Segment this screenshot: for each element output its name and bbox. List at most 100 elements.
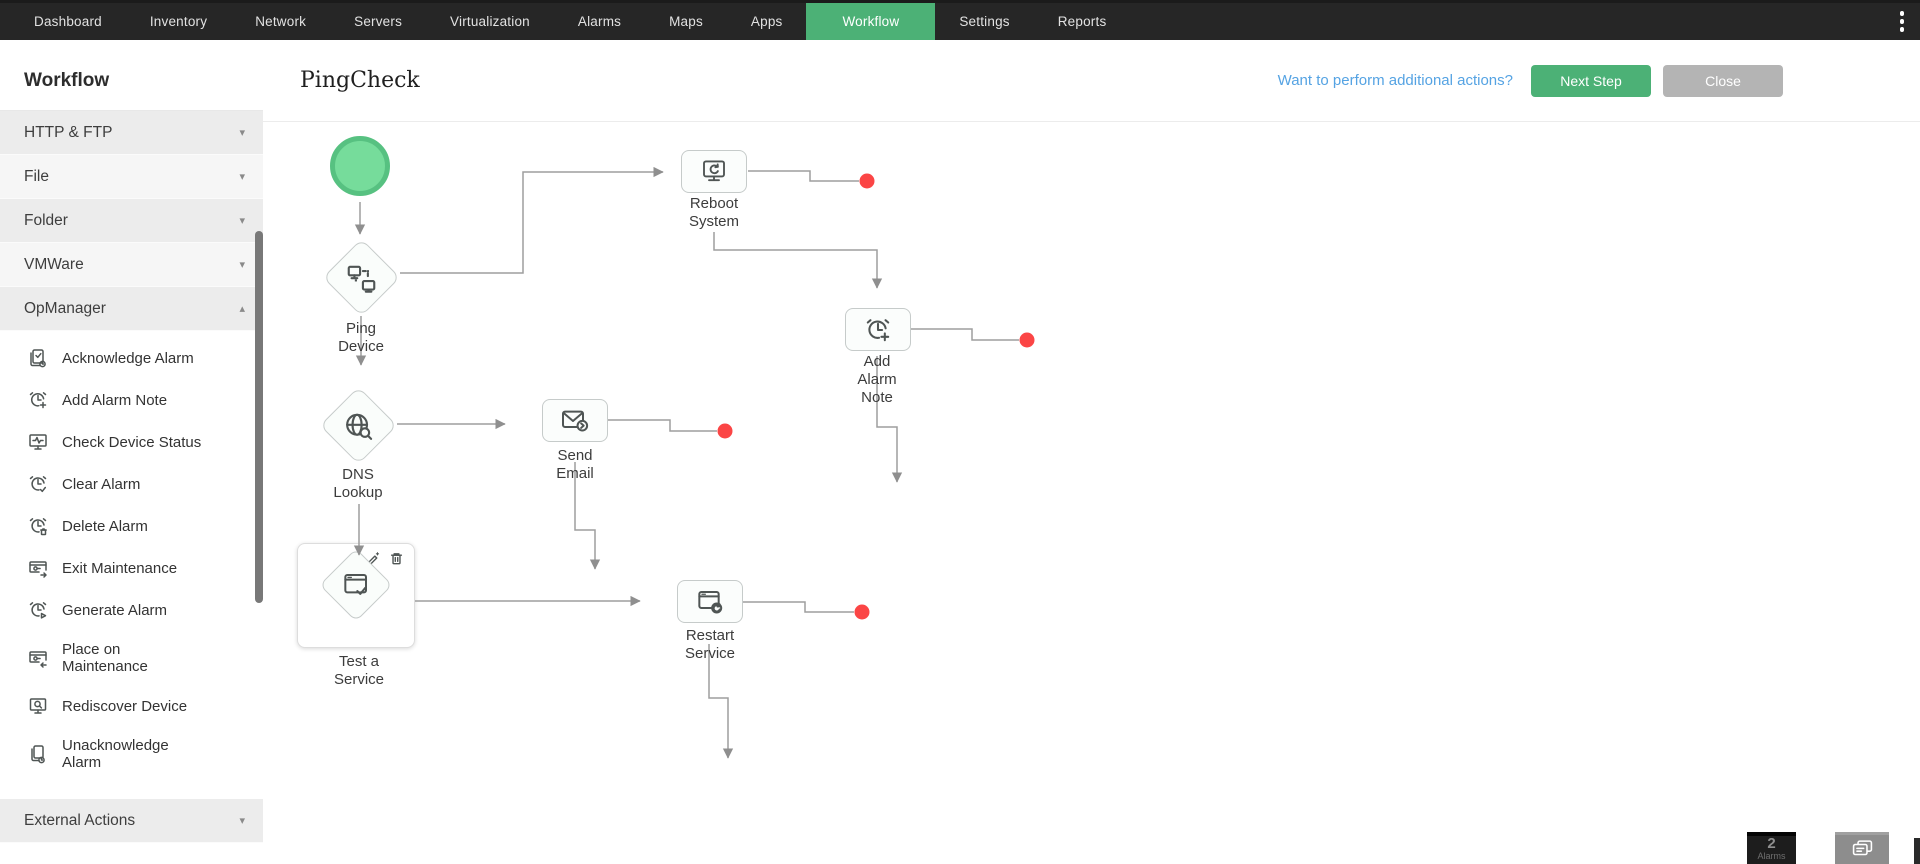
sidebar-scrollbar-thumb[interactable] [255, 231, 263, 603]
sidebar-item-delete-alarm[interactable]: Delete Alarm [0, 505, 263, 547]
ping-device-icon [347, 264, 375, 292]
endpoint-dot[interactable] [859, 173, 875, 189]
node-reboot-system[interactable] [681, 150, 747, 193]
chat-widget[interactable] [1835, 832, 1889, 864]
restart-service-icon [698, 590, 723, 614]
item-label: Check Device Status [62, 433, 202, 451]
sidebar-item-acknowledge-alarm[interactable]: Acknowledge Alarm [0, 337, 263, 379]
sidebar-title: Workflow [0, 40, 263, 111]
item-label: Clear Alarm [62, 475, 141, 493]
endpoint-dot[interactable] [1019, 332, 1035, 348]
node-label-dns-lookup: DNS Lookup [333, 466, 383, 501]
top-navigation: Dashboard Inventory Network Servers Virt… [0, 0, 1920, 40]
item-label: Exit Maintenance [62, 559, 178, 577]
chevron-down-icon: ▾ [239, 127, 245, 139]
nav-item-reports[interactable]: Reports [1057, 14, 1107, 29]
nav-item-dashboard[interactable]: Dashboard [34, 14, 102, 29]
node-ping-device[interactable] [322, 238, 400, 316]
section-label: OpManager [24, 299, 106, 317]
nav-item-inventory[interactable]: Inventory [149, 14, 208, 29]
endpoint-dot[interactable] [717, 423, 733, 439]
sidebar-item-clear-alarm[interactable]: Clear Alarm [0, 463, 263, 505]
start-node[interactable] [330, 136, 390, 196]
sidebar-section-external-actions[interactable]: External Actions ▾ [0, 799, 263, 843]
sidebar-section-folder[interactable]: Folder ▾ [0, 199, 263, 243]
node-label-ping-device: Ping Device [338, 320, 384, 355]
rediscover-device-icon [29, 698, 47, 714]
page-title: PingCheck [300, 68, 420, 93]
add-alarm-note-icon [29, 392, 47, 409]
node-test-a-service-selected[interactable] [297, 543, 415, 648]
workflow-canvas[interactable]: Ping Device Reboot System Add Alarm Note… [263, 122, 1920, 864]
workflow-sidebar: Workflow HTTP & FTP ▾ File ▾ Folder ▾ VM… [0, 40, 263, 864]
sidebar-section-opmanager[interactable]: OpManager ▴ [0, 287, 263, 331]
sidebar-section-vmware[interactable]: VMWare ▾ [0, 243, 263, 287]
item-label: Acknowledge Alarm [62, 349, 194, 367]
sidebar-section-file[interactable]: File ▾ [0, 155, 263, 199]
node-add-alarm-note[interactable] [845, 308, 911, 351]
nav-item-maps[interactable]: Maps [669, 14, 703, 29]
acknowledge-alarm-icon [30, 349, 46, 368]
chevron-up-icon: ▴ [239, 303, 245, 315]
kebab-menu-icon[interactable] [1899, 3, 1904, 40]
section-label: VMWare [24, 255, 84, 273]
chevron-down-icon: ▾ [239, 171, 245, 183]
sidebar-item-place-on-maintenance[interactable]: Place on Maintenance [0, 631, 263, 685]
nav-item-settings[interactable]: Settings [959, 14, 1010, 29]
node-label-test-a-service: Test a Service [333, 653, 385, 688]
add-alarm-note-icon [866, 318, 890, 341]
alarm-unit-label: Alarms [1757, 851, 1786, 861]
node-dns-lookup[interactable] [319, 386, 397, 464]
dns-lookup-icon [345, 412, 372, 439]
node-label-add-alarm-note: Add Alarm Note [857, 353, 897, 406]
workflow-header: PingCheck Want to perform additional act… [263, 40, 1920, 122]
cutoff-widget-edge [1914, 838, 1920, 864]
node-send-email[interactable] [542, 399, 608, 442]
check-device-status-icon [29, 434, 47, 450]
section-label: HTTP & FTP [24, 123, 113, 141]
send-email-icon [562, 410, 589, 431]
test-service-icon [344, 574, 367, 595]
item-label: Delete Alarm [62, 517, 148, 535]
nav-item-network[interactable]: Network [255, 14, 307, 29]
sidebar-section-http-ftp[interactable]: HTTP & FTP ▾ [0, 111, 263, 155]
delete-trash-icon[interactable] [389, 551, 404, 566]
additional-actions-link[interactable]: Want to perform additional actions? [1277, 72, 1513, 89]
workflow-connectors [353, 166, 1035, 759]
nav-item-virtualization[interactable]: Virtualization [450, 14, 530, 29]
endpoint-dot[interactable] [854, 604, 870, 620]
nav-item-servers[interactable]: Servers [354, 14, 403, 29]
alarm-count: 2 [1767, 835, 1776, 852]
delete-alarm-icon [29, 518, 47, 536]
sidebar-item-check-device-status[interactable]: Check Device Status [0, 421, 263, 463]
item-label: Add Alarm Note [62, 391, 168, 409]
item-label: Generate Alarm [62, 601, 168, 619]
section-label: Folder [24, 211, 68, 229]
node-label-reboot-system: Reboot System [688, 195, 739, 230]
next-step-button[interactable]: Next Step [1531, 64, 1651, 97]
chevron-down-icon: ▾ [239, 259, 245, 271]
sidebar-item-exit-maintenance[interactable]: Exit Maintenance [0, 547, 263, 589]
sidebar-item-rediscover-device[interactable]: Rediscover Device [0, 685, 263, 727]
nav-item-apps[interactable]: Apps [750, 14, 783, 29]
chevron-down-icon: ▾ [239, 815, 245, 827]
alarm-count-widget[interactable]: 2 Alarms [1747, 832, 1796, 864]
chat-bubbles-icon [1852, 840, 1872, 856]
section-label: File [24, 167, 49, 185]
clear-alarm-icon [29, 476, 47, 493]
sidebar-item-add-alarm-note[interactable]: Add Alarm Note [0, 379, 263, 421]
node-label-restart-service: Restart Service [684, 627, 736, 662]
generate-alarm-icon [29, 602, 47, 619]
unacknowledge-alarm-icon [31, 745, 45, 764]
section-label: External Actions [24, 811, 136, 829]
item-label: Rediscover Device [62, 697, 188, 715]
opmanager-actions-list: Acknowledge Alarm Add Alarm Note Check D… [0, 331, 263, 781]
node-restart-service[interactable] [677, 580, 743, 623]
close-button[interactable]: Close [1663, 64, 1783, 97]
exit-maintenance-icon [29, 561, 47, 578]
nav-item-alarms[interactable]: Alarms [577, 14, 622, 29]
nav-item-workflow[interactable]: Workflow [806, 3, 936, 40]
chevron-down-icon: ▾ [239, 215, 245, 227]
sidebar-item-unacknowledge-alarm[interactable]: Unacknowledge Alarm [0, 727, 263, 781]
sidebar-item-generate-alarm[interactable]: Generate Alarm [0, 589, 263, 631]
